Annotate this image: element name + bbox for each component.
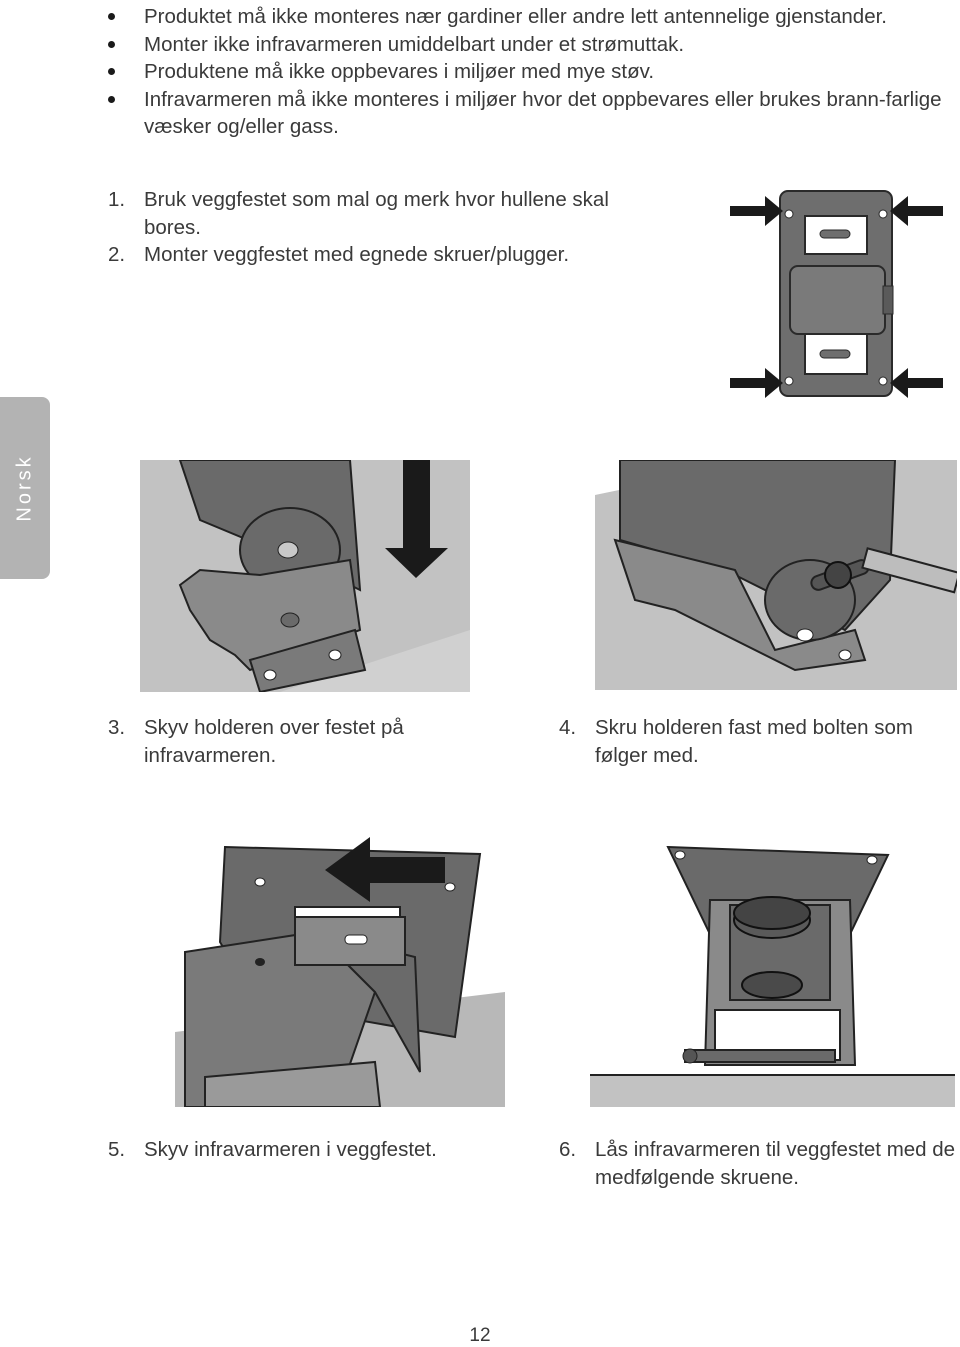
step-number: 1. <box>108 188 126 211</box>
step-5: 5. Skyv infravarmeren i veggfestet. <box>108 1136 508 1164</box>
step-6: 6. Lås infravarmeren til veggfestet med … <box>559 1136 959 1191</box>
language-tab: Norsk <box>0 397 50 579</box>
step-text: Skyv holderen over festet på infravarmer… <box>144 716 404 767</box>
bullet-item: Infravarmeren må ikke monteres i miljøer… <box>108 86 948 141</box>
heater-slide-in-figure <box>175 837 505 1107</box>
bullet-item: Monter ikke infravarmeren umiddelbart un… <box>108 31 948 59</box>
holder-slide-figure <box>140 460 470 692</box>
step-text: Skyv infravarmeren i veggfestet. <box>144 1138 437 1161</box>
step-2: 2. Monter veggfestet med egnede skruer/p… <box>108 241 668 269</box>
step-4: 4. Skru holderen fast med bolten som føl… <box>559 714 954 769</box>
screw-lock-figure <box>590 845 955 1107</box>
step-text: Bruk veggfestet som mal og merk hvor hul… <box>144 188 609 239</box>
step-number: 2. <box>108 243 126 266</box>
safety-bullet-list: Produktet må ikke monteres nær gardiner … <box>108 3 948 141</box>
step-3: 3. Skyv holderen over festet på infravar… <box>108 714 468 769</box>
page-number: 12 <box>469 1325 491 1346</box>
step-text: Skru holderen fast med bolten som følger… <box>595 716 913 767</box>
step-1: 1. Bruk veggfestet som mal og merk hvor … <box>108 186 618 241</box>
step-text: Lås infravarmeren til veggfestet med de … <box>595 1138 956 1189</box>
step-number: 4. <box>559 716 577 739</box>
step-number: 6. <box>559 1138 577 1161</box>
step-text: Monter veggfestet med egnede skruer/plug… <box>144 243 570 266</box>
bullet-item: Produktet må ikke monteres nær gardiner … <box>108 3 948 31</box>
step-number: 5. <box>108 1138 126 1161</box>
bolt-fasten-figure <box>595 460 957 690</box>
language-label: Norsk <box>13 454 36 522</box>
wall-bracket-figure <box>730 190 943 398</box>
step-number: 3. <box>108 716 126 739</box>
bullet-item: Produktene må ikke oppbevares i miljøer … <box>108 58 948 86</box>
